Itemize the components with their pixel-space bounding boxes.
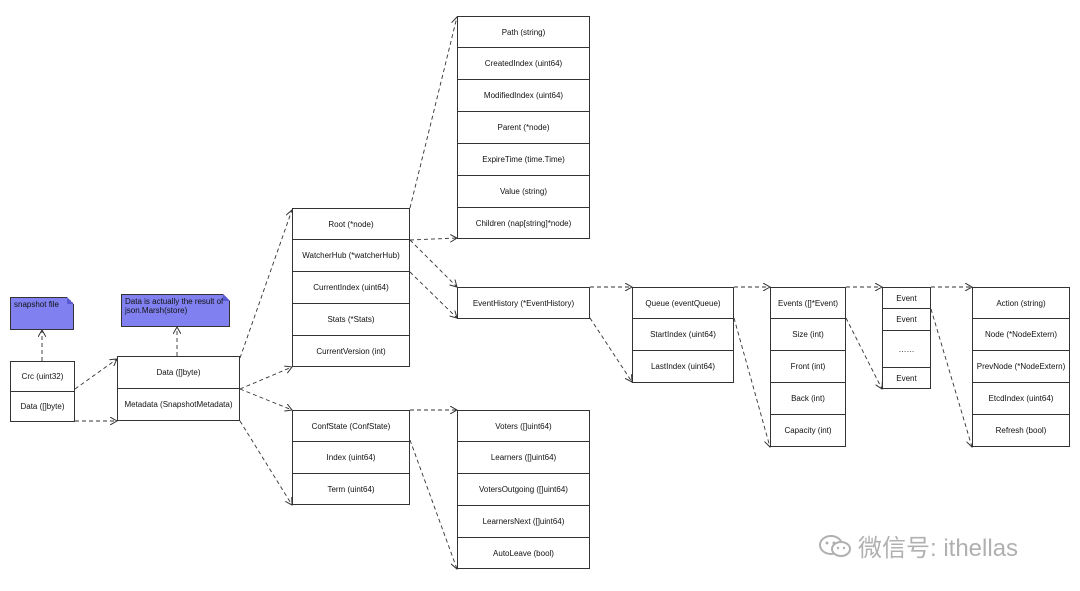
event-box: Action (string) Node (*NodeExtern) PrevN… <box>972 287 1070 447</box>
field-currentversion: CurrentVersion (int) <box>292 335 410 367</box>
link-root-to-node-2 <box>409 238 457 240</box>
link-root-to-node <box>409 17 457 209</box>
field-front: Front (int) <box>770 350 846 383</box>
field-capacity: Capacity (int) <box>770 414 846 447</box>
field-createdindex: CreatedIndex (uint64) <box>457 47 590 80</box>
field-prevnode: PrevNode (*NodeExtern) <box>972 350 1070 383</box>
eventhistory-box: Queue (eventQueue) StartIndex (uint64) L… <box>632 287 734 383</box>
note-data-json: Data is actually the result of json.Mars… <box>121 294 230 327</box>
field-data-bytes: Data ([]byte) <box>117 356 240 389</box>
field-metadata: Metadata (SnapshotMetadata) <box>117 388 240 421</box>
field-watcherhub: WatcherHub (*watcherHub) <box>292 239 410 272</box>
field-eventhistory: EventHistory (*EventHistory) <box>457 287 590 319</box>
field-voters: Voters ([]uint64) <box>457 410 590 442</box>
field-confstate: ConfState (ConfState) <box>292 410 410 442</box>
field-node: Node (*NodeExtern) <box>972 318 1070 351</box>
link-queue-to-events-2 <box>733 317 770 447</box>
link-events-to-eventlist-2 <box>845 317 882 389</box>
field-back: Back (int) <box>770 382 846 415</box>
field-value: Value (string) <box>457 175 590 208</box>
watermark-text: 微信号: ithellas <box>858 535 1019 562</box>
field-index: Index (uint64) <box>292 441 410 474</box>
field-etcdindex: EtcdIndex (uint64) <box>972 382 1070 415</box>
note-snapshot-file-text: snapshot file <box>14 300 59 309</box>
watermark: 微信号: ithellas <box>818 528 1018 563</box>
field-learners: Learners ([]uint64) <box>457 441 590 474</box>
field-votersoutgoing: VotersOutgoing ([]uint64) <box>457 473 590 506</box>
field-lastindex: LastIndex (uint64) <box>632 350 734 383</box>
link-metadata-to-confstate-2 <box>239 420 292 505</box>
field-crc: Crc (uint32) <box>10 361 75 392</box>
link-watcherhub-to-eventhistory <box>409 239 457 287</box>
metadata-box: ConfState (ConfState) Index (uint64) Ter… <box>292 410 410 505</box>
link-data-to-store-2 <box>239 367 292 390</box>
note-fold-icon <box>67 297 74 304</box>
snapshot-box: Crc (uint32) Data ([]byte) <box>10 361 75 422</box>
node-box: Path (string) CreatedIndex (uint64) Modi… <box>457 16 590 239</box>
field-autoleave: AutoLeave (bool) <box>457 537 590 569</box>
eventlist-ellipsis: …… <box>882 330 931 368</box>
field-children: Children (nap[string]*node) <box>457 207 590 239</box>
field-size: Size (int) <box>770 318 846 351</box>
link-data-to-store <box>239 210 292 359</box>
eventlist-item: Event <box>882 287 931 309</box>
confstate-box: Voters ([]uint64) Learners ([]uint64) Vo… <box>457 410 590 569</box>
field-root: Root (*node) <box>292 208 410 240</box>
field-stats: Stats (*Stats) <box>292 303 410 336</box>
field-modifiedindex: ModifiedIndex (uint64) <box>457 79 590 112</box>
watcherhub-box: EventHistory (*EventHistory) <box>457 287 590 319</box>
note-snapshot-file: snapshot file <box>10 297 74 330</box>
eventlist-box: Event Event …… Event <box>882 287 931 389</box>
field-currentindex: CurrentIndex (uint64) <box>292 271 410 304</box>
link-metadata-to-confstate <box>239 388 292 410</box>
eventlist-item: Event <box>882 308 931 331</box>
store-box: Root (*node) WatcherHub (*watcherHub) Cu… <box>292 208 410 367</box>
field-parent: Parent (*node) <box>457 111 590 144</box>
link-confstate-to-voters-2 <box>409 439 457 569</box>
eventqueue-box: Events ([]*Event) Size (int) Front (int)… <box>770 287 846 447</box>
snapshot-data-box: Data ([]byte) Metadata (SnapshotMetadata… <box>117 356 240 421</box>
field-learnersnext: LearnersNext ([]uint64) <box>457 505 590 538</box>
field-action: Action (string) <box>972 287 1070 319</box>
link-watcherhub-to-eventhistory-2 <box>409 271 457 318</box>
note-fold-icon <box>223 294 230 301</box>
field-events: Events ([]*Event) <box>770 287 846 319</box>
field-expiretime: ExpireTime (time.Time) <box>457 143 590 176</box>
note-data-json-text: Data is actually the result of json.Mars… <box>125 297 224 315</box>
wechat-icon <box>819 534 851 557</box>
link-eventhistory-to-queue-2 <box>589 317 632 382</box>
field-queue: Queue (eventQueue) <box>632 287 734 319</box>
link-crc-to-data <box>74 359 117 390</box>
field-data: Data ([]byte) <box>10 391 75 422</box>
link-eventlist-to-event-2 <box>930 308 972 447</box>
field-term: Term (uint64) <box>292 473 410 505</box>
field-path: Path (string) <box>457 16 590 48</box>
field-refresh: Refresh (bool) <box>972 414 1070 447</box>
eventlist-item: Event <box>882 367 931 389</box>
field-startindex: StartIndex (uint64) <box>632 318 734 351</box>
